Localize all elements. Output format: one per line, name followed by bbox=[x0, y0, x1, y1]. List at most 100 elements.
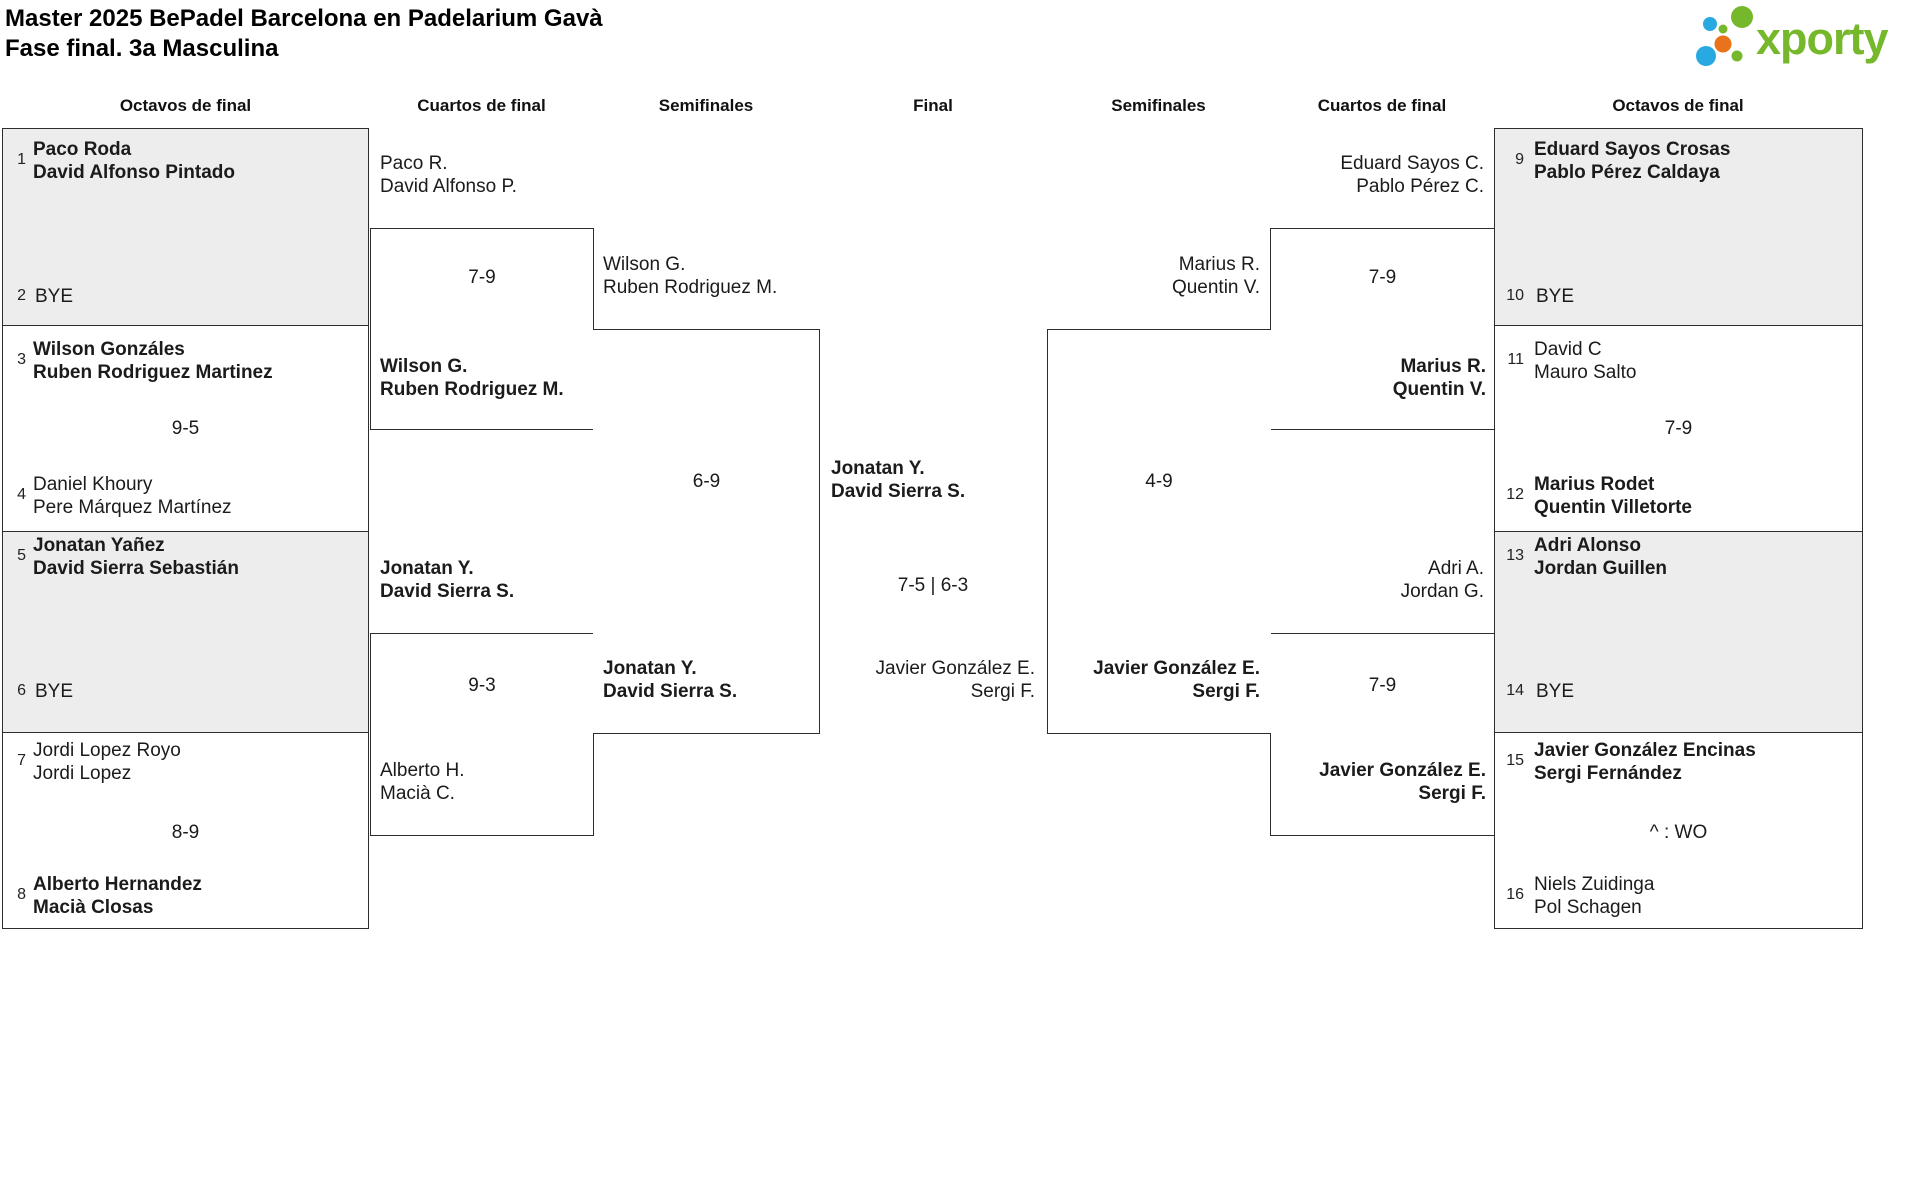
player-line: Eduard Sayos C. bbox=[1340, 153, 1484, 174]
seed-number-11: 11 bbox=[1507, 351, 1524, 368]
player-line: Jordi Lopez Royo bbox=[33, 740, 181, 761]
seed-number-3: 3 bbox=[17, 351, 26, 368]
player-line: Ruben Rodriguez Martinez bbox=[33, 362, 273, 383]
player-line: Paco R. bbox=[380, 153, 448, 174]
qf-right-1-score: 7-9 bbox=[1368, 267, 1397, 288]
player-line: Quentin Villetorte bbox=[1534, 497, 1693, 518]
seed-number-13: 13 bbox=[1506, 547, 1524, 564]
logo-dot-orange bbox=[1714, 35, 1732, 53]
final-score: 7-5 | 6-3 bbox=[897, 575, 969, 596]
team-octavos-right-10-bye: BYE bbox=[1536, 286, 1575, 307]
player-line: Javier González E. bbox=[1319, 760, 1486, 781]
octavos-right-box-2 bbox=[1494, 325, 1863, 532]
qf-right-2-winner: Javier González E. Sergi F. bbox=[1270, 759, 1486, 805]
player-line: Adri A. bbox=[1428, 558, 1484, 579]
seed-number-12: 12 bbox=[1506, 486, 1524, 503]
player-line: Sergi F. bbox=[1418, 783, 1486, 804]
score-octavos-left-2: 9-5 bbox=[171, 418, 200, 439]
player-line: Macià Closas bbox=[33, 897, 154, 918]
player-line: David Sierra S. bbox=[831, 481, 966, 502]
round-header-cuartos-left: Cuartos de final bbox=[417, 96, 546, 115]
sf-left-box bbox=[593, 329, 820, 734]
octavos-left-box-2 bbox=[2, 325, 369, 532]
player-line: Adri Alonso bbox=[1534, 535, 1641, 556]
player-line: Eduard Sayos Crosas bbox=[1534, 139, 1731, 160]
player-line: Pere Márquez Martínez bbox=[33, 497, 232, 518]
qf-right-1-winner: Marius R. Quentin V. bbox=[1270, 355, 1486, 401]
octavos-right-box-3 bbox=[1494, 531, 1863, 733]
logo-dot-blue-big bbox=[1696, 46, 1716, 66]
sf-right-score: 4-9 bbox=[1145, 471, 1173, 492]
player-line: David Sierra S. bbox=[380, 581, 515, 602]
player-line: Marius R. bbox=[1178, 254, 1260, 275]
team-octavos-left-5: Jonatan Yañez David Sierra Sebastián bbox=[33, 534, 239, 580]
seed-number-4: 4 bbox=[17, 486, 26, 503]
player-line: David Alfonso Pintado bbox=[33, 162, 235, 183]
qf-left-box-1 bbox=[370, 228, 594, 430]
player-line: Quentin V. bbox=[1392, 379, 1486, 400]
team-octavos-left-7: Jordi Lopez Royo Jordi Lopez bbox=[33, 739, 181, 785]
player-line: Wilson G. bbox=[380, 356, 468, 377]
logo-dot-green-tiny bbox=[1718, 24, 1728, 34]
sf-left-winner: Jonatan Y. David Sierra S. bbox=[603, 657, 737, 703]
team-octavos-right-16: Niels Zuidinga Pol Schagen bbox=[1534, 873, 1654, 919]
octavos-left-box-1 bbox=[2, 128, 369, 326]
sf-right-team-top: Marius R. Quentin V. bbox=[1047, 253, 1260, 299]
player-line: Alberto Hernandez bbox=[33, 874, 202, 895]
player-line: Wilson Gonzáles bbox=[33, 339, 185, 360]
round-header-octavos-right: Octavos de final bbox=[1612, 96, 1744, 115]
player-line: Javier González E. bbox=[875, 658, 1035, 679]
round-header-octavos-left: Octavos de final bbox=[119, 96, 252, 115]
round-header-cuartos-right: Cuartos de final bbox=[1317, 96, 1447, 115]
player-line: Wilson G. bbox=[603, 254, 686, 275]
player-line: David C bbox=[1534, 339, 1602, 360]
player-line: David Alfonso P. bbox=[380, 176, 517, 197]
team-octavos-left-8: Alberto Hernandez Macià Closas bbox=[33, 873, 202, 919]
sf-left-score: 6-9 bbox=[692, 471, 721, 492]
seed-number-7: 7 bbox=[17, 752, 26, 769]
player-line: Jordan Guillen bbox=[1534, 558, 1668, 579]
qf-left-1-winner: Wilson G. Ruben Rodriguez M. bbox=[380, 355, 564, 401]
round-header-final: Final bbox=[913, 96, 953, 115]
player-line: David Sierra Sebastián bbox=[33, 558, 239, 579]
seed-number-9: 9 bbox=[1515, 151, 1524, 168]
player-line: Jordi Lopez bbox=[33, 763, 132, 784]
player-line: Jonatan Y. bbox=[603, 658, 697, 679]
team-octavos-right-14-bye: BYE bbox=[1536, 681, 1575, 702]
logo-dot-blue-small bbox=[1703, 17, 1717, 31]
player-line: Daniel Khoury bbox=[33, 474, 153, 495]
qf-left-2-score: 9-3 bbox=[468, 675, 496, 696]
qf-right-1-team-top: Eduard Sayos C. Pablo Pérez C. bbox=[1270, 152, 1484, 198]
qf-right-2-team-top: Adri A. Jordan G. bbox=[1270, 557, 1484, 603]
player-line: Mauro Salto bbox=[1534, 362, 1637, 383]
player-line: Javier González Encinas bbox=[1534, 740, 1756, 761]
player-line: Jonatan Y. bbox=[380, 558, 474, 579]
team-octavos-left-3: Wilson Gonzáles Ruben Rodriguez Martinez bbox=[33, 338, 273, 384]
qf-left-2-team-bottom: Alberto H. Macià C. bbox=[380, 759, 464, 805]
player-line: Marius R. bbox=[1400, 356, 1486, 377]
player-line: Jordan G. bbox=[1400, 581, 1484, 602]
qf-right-2-score: 7-9 bbox=[1368, 675, 1397, 696]
qf-left-box-2 bbox=[370, 633, 594, 836]
player-line: Sergi F. bbox=[970, 681, 1035, 702]
sf-left-team-top: Wilson G. Ruben Rodriguez M. bbox=[603, 253, 777, 299]
seed-number-14: 14 bbox=[1506, 682, 1524, 699]
page-title: Master 2025 BePadel Barcelona en Padelar… bbox=[5, 4, 603, 64]
logo-dot-green-big bbox=[1731, 6, 1753, 28]
xporty-logo[interactable]: xporty bbox=[1684, 4, 1896, 70]
player-line: Pablo Pérez C. bbox=[1356, 176, 1484, 197]
qf-left-1-team-top: Paco R. David Alfonso P. bbox=[380, 152, 517, 198]
player-line: Ruben Rodriguez M. bbox=[603, 277, 778, 298]
player-line: Pol Schagen bbox=[1534, 897, 1642, 918]
score-octavos-right-2: 7-9 bbox=[1664, 418, 1693, 439]
team-octavos-left-2-bye: BYE bbox=[35, 286, 74, 307]
team-octavos-right-12: Marius Rodet Quentin Villetorte bbox=[1534, 473, 1692, 519]
player-line: Ruben Rodriguez M. bbox=[380, 379, 564, 400]
score-octavos-left-4: 8-9 bbox=[171, 822, 200, 843]
team-octavos-left-6-bye: BYE bbox=[35, 681, 74, 702]
player-line: Jonatan Yañez bbox=[33, 535, 165, 556]
player-line: Jonatan Y. bbox=[831, 458, 925, 479]
seed-number-8: 8 bbox=[17, 886, 26, 903]
player-line: Sergi Fernández bbox=[1534, 763, 1682, 784]
seed-number-1: 1 bbox=[17, 151, 26, 168]
